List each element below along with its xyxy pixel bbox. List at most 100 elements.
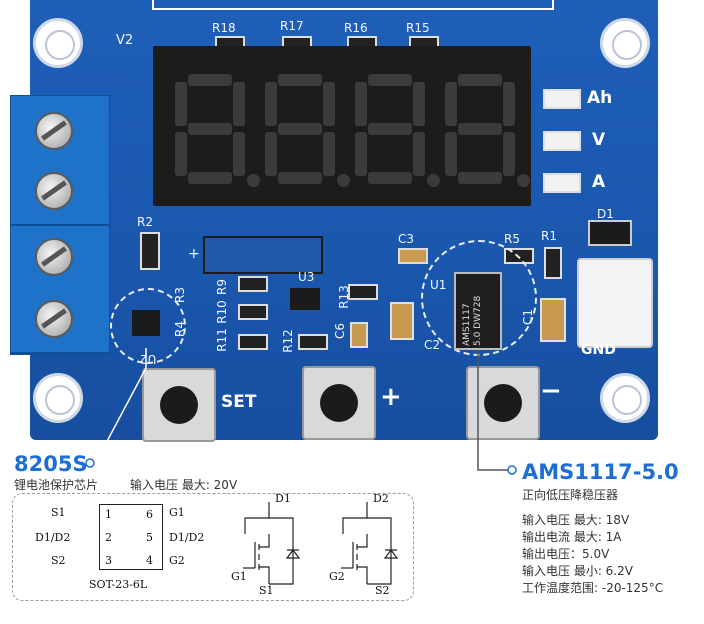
resistor-label-r16: R16 — [344, 21, 368, 35]
package-label: SOT-23-6L — [89, 578, 148, 591]
set-button-knob — [160, 386, 198, 424]
display-segment — [355, 132, 367, 176]
capacitor-c6 — [350, 322, 368, 348]
resistor-r2 — [140, 232, 160, 270]
resistor-r13 — [348, 284, 378, 300]
led-v — [543, 131, 581, 151]
pin-label-d1d2-right: D1/D2 — [169, 531, 205, 544]
label-plus-small: + — [188, 246, 200, 262]
pin-label-s2: S2 — [51, 554, 66, 567]
display-segment — [503, 82, 515, 126]
mosfet-label-s1: S1 — [259, 584, 274, 597]
mount-hole-top-left — [33, 18, 83, 68]
chip-8205s-title: 8205S — [14, 452, 88, 476]
display-digit — [175, 74, 260, 187]
display-segment — [323, 132, 335, 176]
display-segment — [368, 74, 412, 86]
resistor-label-r15: R15 — [406, 21, 430, 35]
pin-number-5: 5 — [146, 531, 153, 544]
chip-ams1117-spec-5: 工作温度范围: -20-125°C — [522, 581, 664, 595]
mount-hole-top-right — [600, 18, 650, 68]
plus-button-label: + — [380, 382, 402, 412]
set-button-label: SET — [221, 392, 257, 412]
mosfet-schematic — [243, 502, 399, 585]
resistor-label-r17: R17 — [280, 19, 304, 33]
display-segment — [503, 132, 515, 176]
mosfet-label-d2: D2 — [373, 492, 389, 505]
pin-label-g1: G1 — [169, 506, 185, 519]
label-r1: R1 — [541, 229, 557, 243]
mosfet-label-g1: G1 — [231, 570, 247, 583]
terminal-screw-3 — [35, 238, 73, 276]
display-segment — [278, 74, 322, 86]
display-segment — [265, 82, 277, 126]
plus-button-knob — [320, 384, 358, 422]
display-decimal-point — [427, 174, 440, 187]
mosfet-label-s2: S2 — [375, 584, 390, 597]
label-d1: D1 — [597, 207, 614, 221]
mosfet-label-g2: G2 — [329, 570, 345, 583]
display-segment — [188, 172, 232, 184]
power-connector — [577, 258, 653, 348]
capacitor-c1 — [540, 298, 566, 342]
chip-ams1117-spec-4: 输入电压 最小: 6.2V — [522, 564, 633, 578]
board-version-label: V2 — [116, 33, 134, 48]
minus-button-label: − — [540, 376, 562, 406]
label-r2: R2 — [137, 215, 153, 229]
mosfet-label-d1: D1 — [275, 492, 291, 505]
display-decimal-point — [337, 174, 350, 187]
display-segment — [413, 82, 425, 126]
set-button[interactable] — [142, 368, 216, 442]
resistor-r1 — [544, 247, 562, 279]
display-segment — [458, 172, 502, 184]
capacitor-c3 — [398, 248, 428, 264]
display-segment — [175, 82, 187, 126]
terminal-screw-4 — [35, 300, 73, 338]
chip-u3 — [290, 288, 320, 310]
led-label-a: A — [592, 172, 606, 192]
chip-8205s-desc: 锂电池保护芯片 — [14, 478, 99, 492]
terminal-screw-2 — [35, 172, 73, 210]
led-label-v: V — [592, 130, 606, 150]
label-c2: C2 — [424, 338, 441, 352]
highlight-circle-8205s — [110, 288, 186, 364]
mount-hole-bottom-right — [600, 373, 650, 423]
led-a — [543, 173, 581, 193]
chip-ams1117-title: AMS1117-5.0 — [522, 460, 679, 484]
label-u3: U3 — [298, 270, 315, 284]
highlight-circle-ams1117 — [421, 240, 537, 356]
display-segment — [368, 123, 412, 135]
mount-hole-bottom-left — [33, 373, 83, 423]
display-segment — [458, 123, 502, 135]
display-segment — [413, 132, 425, 176]
display-segment — [188, 123, 232, 135]
display-segment — [278, 172, 322, 184]
pin-label-s1: S1 — [51, 506, 66, 519]
pin-label-d1d2-left: D1/D2 — [35, 531, 71, 544]
pin-number-4: 4 — [146, 554, 153, 567]
top-bracket-line — [152, 0, 554, 10]
display-segment — [445, 132, 457, 176]
display-segment — [278, 123, 322, 135]
pin-number-6: 6 — [146, 508, 153, 521]
led-label-ah: Ah — [587, 88, 613, 108]
ic-package-body — [99, 504, 163, 570]
chip-ams1117-on-board — [454, 272, 502, 350]
display-segment — [233, 82, 245, 126]
label-c3: C3 — [398, 232, 415, 246]
display-digit — [265, 74, 350, 187]
plus-button[interactable] — [302, 366, 376, 440]
display-segment — [175, 132, 187, 176]
display-decimal-point — [247, 174, 260, 187]
display-segment — [458, 74, 502, 86]
header-pins — [203, 236, 323, 274]
label-gnd: GND — [581, 342, 616, 358]
chip-ams1117-spec-1: 输入电压 最大: 18V — [522, 513, 630, 527]
chip-ams1117-desc: 正向低压降稳压器 — [522, 488, 619, 502]
chip-8205s-spec: 输入电压 最大: 20V — [130, 478, 238, 492]
label-r5: R5 — [504, 232, 520, 246]
display-segment — [265, 132, 277, 176]
seven-segment-display — [153, 46, 531, 206]
led-ah — [543, 89, 581, 109]
